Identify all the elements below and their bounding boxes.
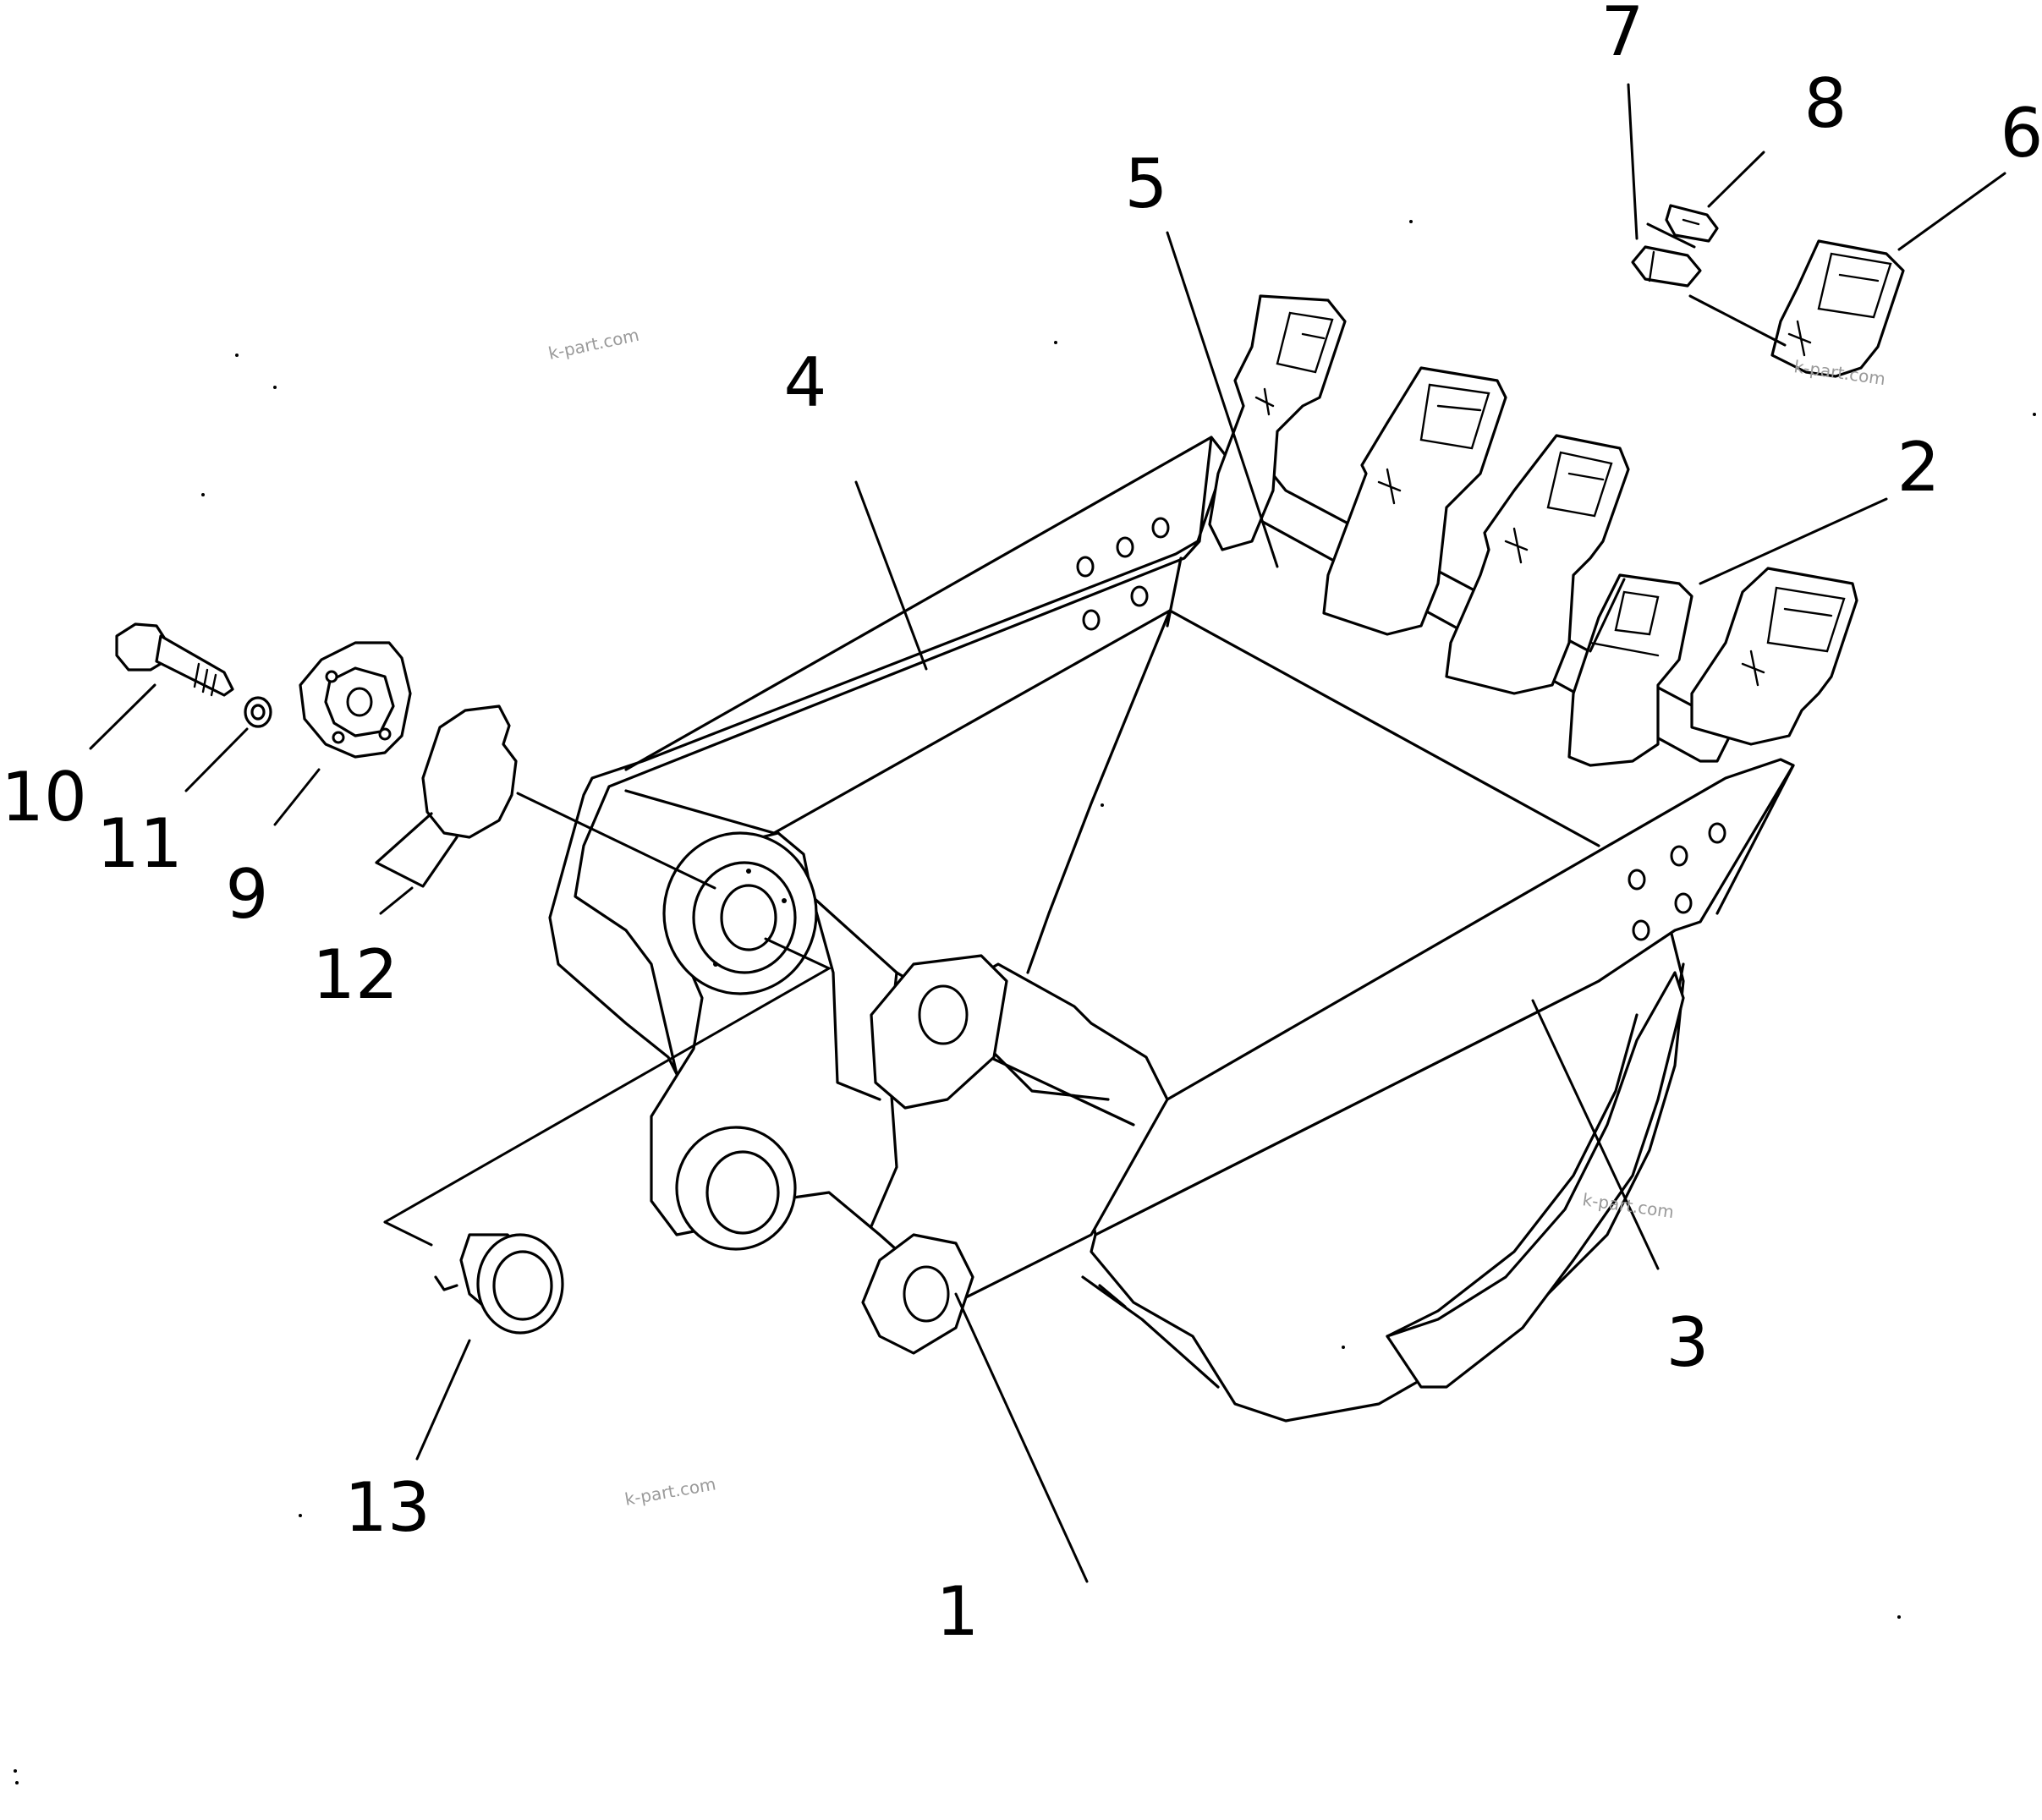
watermark-4: k-part.com bbox=[623, 1473, 717, 1510]
bolt-10 bbox=[115, 622, 234, 697]
adapter-2 bbox=[1567, 573, 1693, 767]
callout-5: 5 bbox=[1125, 145, 1168, 223]
callout-4: 4 bbox=[784, 343, 827, 422]
right-side-plate bbox=[1081, 758, 1795, 1236]
tooth-6 bbox=[1770, 239, 1905, 378]
leader-lines bbox=[89, 83, 2006, 1583]
callout-11: 11 bbox=[96, 804, 183, 883]
callout-13: 13 bbox=[344, 1468, 431, 1547]
callout-9: 9 bbox=[226, 855, 269, 934]
watermark-1: k-part.com bbox=[546, 325, 641, 364]
tooth-2 bbox=[1322, 366, 1507, 636]
shim-12 bbox=[375, 704, 518, 888]
bushing-13 bbox=[434, 1233, 564, 1335]
washer-11 bbox=[244, 696, 272, 728]
boss-left bbox=[662, 831, 818, 995]
bottom-lip bbox=[1386, 971, 1685, 1389]
left-plate-holes bbox=[1076, 517, 1170, 631]
callout-1: 1 bbox=[936, 1572, 980, 1651]
plate-9 bbox=[299, 641, 412, 759]
callout-10: 10 bbox=[1, 758, 87, 836]
callout-12: 12 bbox=[312, 935, 398, 1014]
tooth-3 bbox=[1445, 434, 1630, 695]
tooth-1 bbox=[1208, 294, 1347, 551]
left-side-plate bbox=[548, 436, 1228, 1076]
tooth-4 bbox=[1690, 567, 1858, 746]
callout-6: 6 bbox=[2001, 94, 2042, 173]
boss-right bbox=[861, 954, 1008, 1355]
bucket-teeth bbox=[1208, 239, 1905, 767]
callout-7: 7 bbox=[1601, 0, 1644, 71]
callout-3: 3 bbox=[1666, 1303, 1710, 1382]
hinge-brackets bbox=[650, 831, 1169, 1355]
callout-2: 2 bbox=[1897, 428, 1940, 507]
tooth-pin-7 bbox=[1631, 245, 1702, 288]
exploded-guide-lines bbox=[383, 222, 1787, 1247]
tooth-lock-8 bbox=[1665, 204, 1719, 243]
boss-lower-left bbox=[675, 1126, 797, 1251]
callout-labels: 1 2 3 4 5 6 7 8 9 10 11 12 13 bbox=[1, 0, 2042, 1651]
callout-8: 8 bbox=[1804, 64, 1847, 143]
right-plate-holes bbox=[1628, 822, 1726, 941]
scan-specks bbox=[14, 220, 2036, 1784]
